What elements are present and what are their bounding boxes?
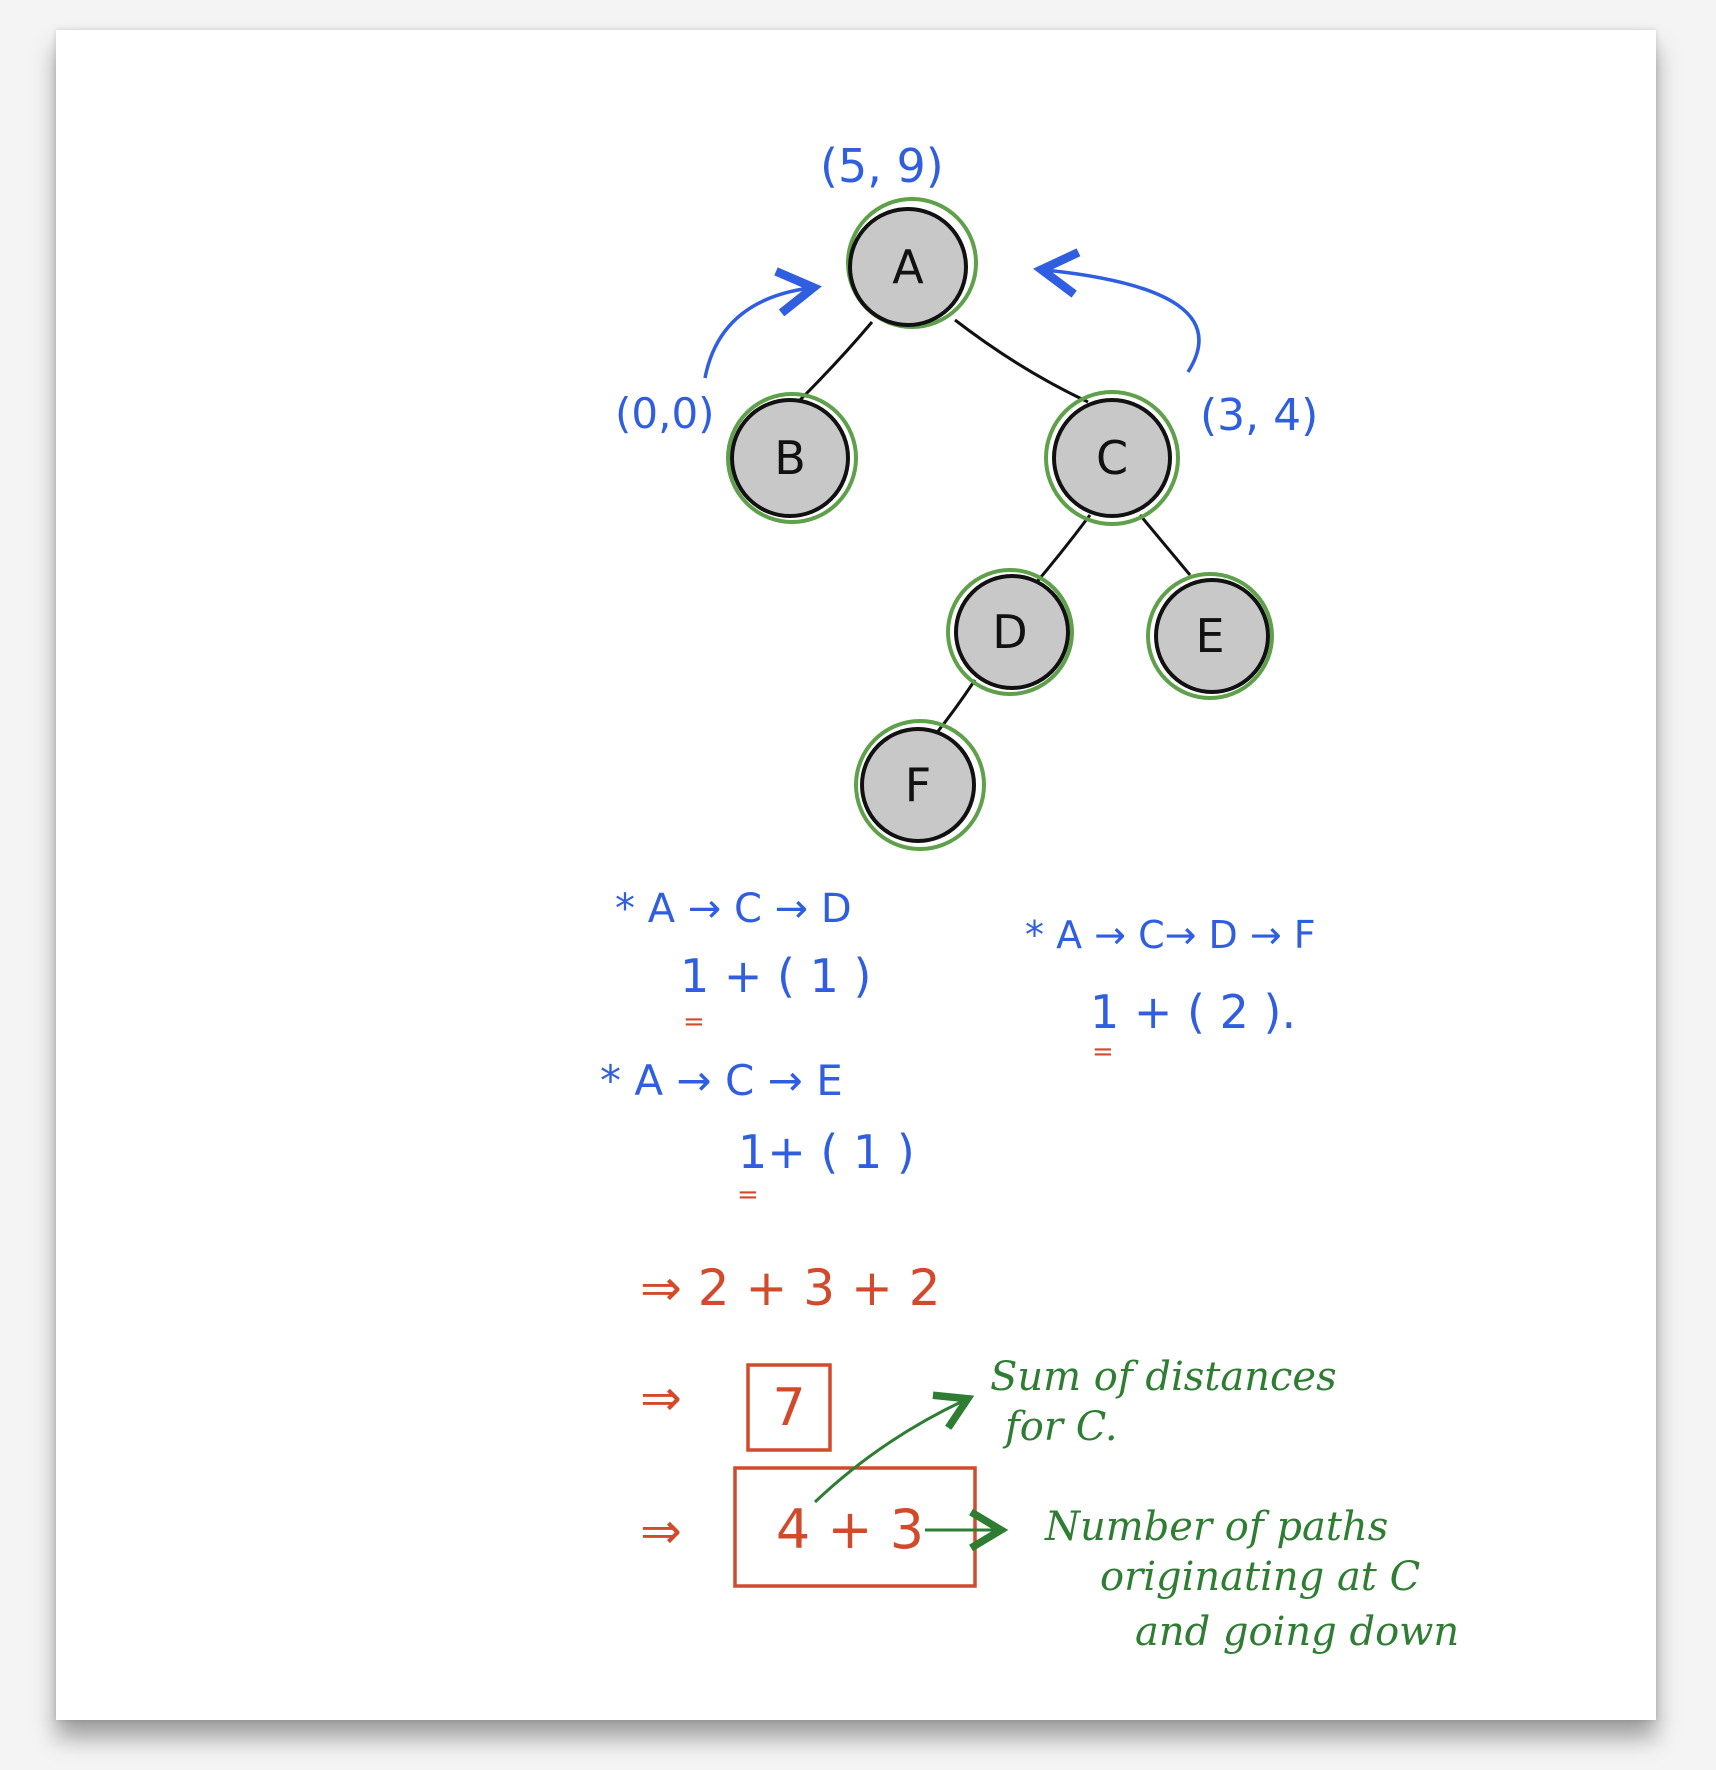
path-acd-mark: = xyxy=(683,1007,705,1037)
node-b-pair: (0,0) xyxy=(615,389,715,438)
path-acdf: * A → C→ D → F xyxy=(1025,913,1316,957)
node-c: C xyxy=(1044,390,1180,526)
paper-sheet xyxy=(56,30,1656,1720)
arrow-c-to-a xyxy=(1045,270,1201,373)
path-acdf-calc: 1 + ( 2 ). xyxy=(1090,985,1296,1039)
result-sum-line: ⇒ 2 + 3 + 2 xyxy=(640,1259,941,1317)
node-f-label: F xyxy=(905,758,931,812)
result-split-prefix: ⇒ xyxy=(640,1502,682,1560)
edge-d-f xyxy=(933,679,977,736)
path-ace-mark: = xyxy=(737,1180,759,1210)
note-paths-line2: originating at C xyxy=(1100,1554,1420,1600)
note-sum-line1: Sum of distances xyxy=(990,1354,1337,1400)
path-ace: * A → C → E xyxy=(600,1056,843,1105)
edge-a-c xyxy=(954,318,1089,404)
node-e: E xyxy=(1146,572,1274,700)
node-a-pair: (5, 9) xyxy=(820,139,944,193)
node-d-label: D xyxy=(992,605,1027,659)
result-seven-box xyxy=(746,1363,832,1452)
arrow-b-to-a xyxy=(703,288,810,379)
tree-edges xyxy=(798,318,1192,736)
path-ace-calc: 1+ ( 1 ) xyxy=(738,1125,915,1179)
node-a: A xyxy=(846,197,978,329)
note-sum-line2: for C. xyxy=(1002,1404,1118,1450)
node-d: D xyxy=(946,568,1074,696)
result-seven-value: 7 xyxy=(772,1378,805,1438)
node-b-label: B xyxy=(774,431,806,485)
edge-c-e xyxy=(1138,514,1192,576)
node-c-pair: (3, 4) xyxy=(1200,390,1318,441)
node-b: B xyxy=(726,392,858,524)
result-split-value: 4 + 3 xyxy=(776,1498,924,1561)
node-c-label: C xyxy=(1096,431,1128,485)
path-acd: * A → C → D xyxy=(615,886,852,932)
path-acdf-mark: = xyxy=(1092,1037,1114,1067)
node-a-label: A xyxy=(892,240,924,294)
node-e-label: E xyxy=(1195,609,1224,663)
node-f: F xyxy=(854,719,986,851)
note-paths-line3: and going down xyxy=(1135,1609,1459,1655)
arrow-to-sum-note xyxy=(813,1400,965,1504)
result-seven-prefix: ⇒ xyxy=(640,1369,682,1427)
path-acd-calc: 1 + ( 1 ) xyxy=(680,949,871,1003)
edge-a-b xyxy=(798,321,874,402)
note-paths-line1: Number of paths xyxy=(1044,1504,1388,1550)
